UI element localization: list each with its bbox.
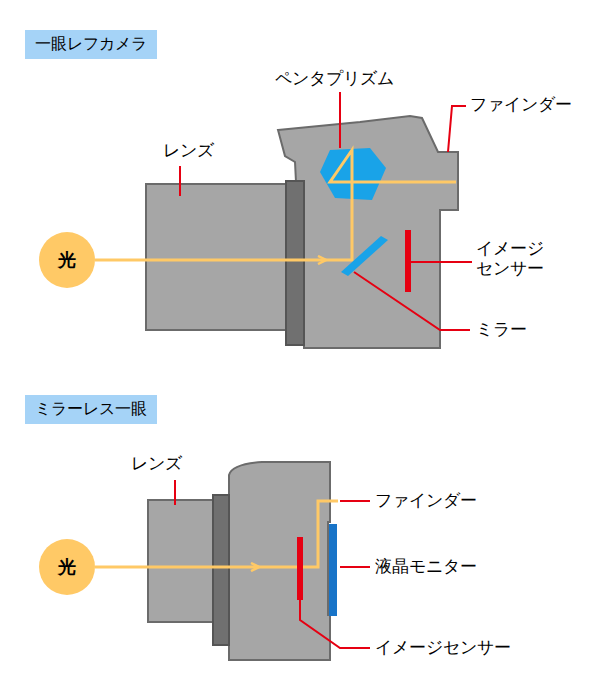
- node-text: 一眼レフカメラ: [35, 34, 147, 53]
- part-label: 液晶モニター: [375, 556, 477, 576]
- light-circle: 光: [39, 232, 95, 288]
- node-text: ミラーレス一眼: [35, 399, 147, 418]
- part-label: イメージセンサー: [375, 637, 511, 657]
- part-label: レンズ: [131, 453, 182, 473]
- title-band: 一眼レフカメラ: [25, 30, 157, 59]
- part-label: ファインダー: [375, 490, 477, 510]
- node-text: 光: [58, 248, 76, 272]
- title-band: ミラーレス一眼: [25, 395, 157, 424]
- part-label: ペンタプリズム: [275, 68, 394, 88]
- part-label: ファインダー: [470, 94, 572, 114]
- node-text: 光: [58, 555, 76, 579]
- part-label: イメージ センサー: [476, 238, 566, 279]
- light-circle: 光: [39, 539, 95, 595]
- part-label: ミラー: [476, 319, 527, 339]
- part-label: レンズ: [163, 140, 214, 160]
